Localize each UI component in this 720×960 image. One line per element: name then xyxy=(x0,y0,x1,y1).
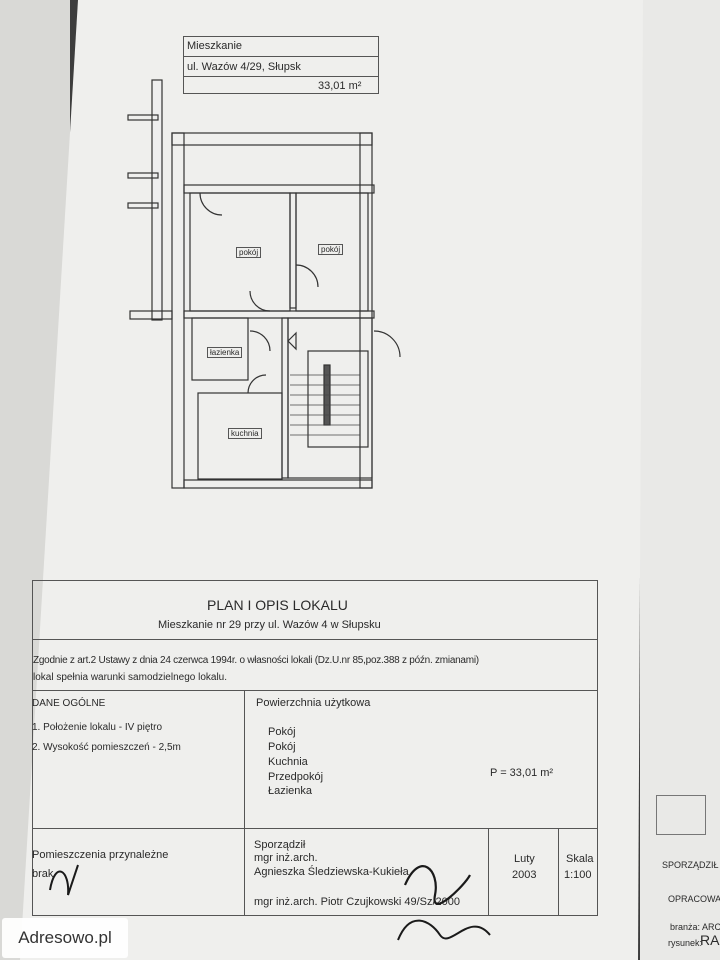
date-year: 2003 xyxy=(512,869,537,881)
form-divider-vertical xyxy=(244,690,245,916)
right-label-3: branża: ARC xyxy=(670,922,720,932)
area-item-lazienka: Łazienka xyxy=(268,785,313,797)
header-title: Mieszkanie xyxy=(187,40,243,52)
signature xyxy=(397,865,491,941)
area-item-kuchnia: Kuchnia xyxy=(268,756,308,768)
general-item-2: 2. Wysokość pomieszczeń - 2,5m xyxy=(32,742,181,753)
header-box xyxy=(183,36,379,94)
date-label: Luty xyxy=(514,853,535,865)
header-address: ul. Wazów 4/29, Słupsk xyxy=(187,61,301,73)
header-divider-1 xyxy=(183,56,379,57)
prepared-label: Sporządził xyxy=(254,839,306,851)
room-label-pokoj-1: pokój xyxy=(236,247,262,258)
legal-line-1: Zgodnie z art.2 Ustawy z dnia 24 czerwca… xyxy=(33,655,479,666)
room-label-kuchnia: kuchnia xyxy=(228,428,262,439)
form-divider-scale xyxy=(558,828,559,916)
header-area: 33,01 m² xyxy=(318,80,362,92)
general-item-1: 1. Położenie lokalu - IV piętro xyxy=(32,722,163,733)
general-heading: DANE OGÓLNE xyxy=(32,698,106,709)
form-divider-3 xyxy=(32,828,598,829)
area-total: P = 33,01 m² xyxy=(490,767,554,779)
form-divider-date xyxy=(488,828,489,916)
form-subtitle: Mieszkanie nr 29 przy ul. Wazów 4 w Słup… xyxy=(158,619,381,631)
area-heading: Powierzchnia użytkowa xyxy=(256,697,371,709)
area-item-pokoj-1: Pokój xyxy=(268,726,296,738)
form-box xyxy=(32,580,598,916)
scale-value: 1:100 xyxy=(564,869,592,881)
right-label-4-value: RA xyxy=(700,932,720,948)
area-item-pokoj-2: Pokój xyxy=(268,741,296,753)
form-divider-1 xyxy=(32,639,598,640)
author2: mgr inż.arch. Piotr Czujkowski 49/Sz/200… xyxy=(254,896,461,908)
form-divider-2 xyxy=(32,690,598,691)
associated-value: brak xyxy=(32,868,54,880)
room-label-pokoj-2: pokój xyxy=(318,244,344,255)
site-watermark: Adresowo.pl xyxy=(2,918,128,958)
associated-heading: Pomieszczenia przynależne xyxy=(32,849,169,861)
scale-label: Skala xyxy=(566,853,594,865)
initials xyxy=(49,864,79,896)
right-page: SPORZĄDZIŁ OPRACOWAŁ branża: ARC rysunek… xyxy=(640,0,720,960)
area-item-przedpokoj: Przedpokój xyxy=(268,771,324,783)
legal-line-2: lokal spełnia warunki samodzielnego loka… xyxy=(33,672,227,683)
room-label-lazienka: łazienka xyxy=(207,347,243,358)
form-title: PLAN I OPIS LOKALU xyxy=(207,597,348,613)
floor-plan xyxy=(127,79,401,489)
right-label-1: SPORZĄDZIŁ xyxy=(662,860,719,870)
author1-title: mgr inż.arch. xyxy=(254,852,318,864)
logo-icon xyxy=(656,795,706,835)
header-divider-2 xyxy=(183,76,379,77)
author1-name: Agnieszka Śledziewska-Kukieła xyxy=(254,866,409,878)
right-label-2: OPRACOWAŁ xyxy=(668,894,720,904)
right-label-4: rysunek: xyxy=(668,938,703,948)
